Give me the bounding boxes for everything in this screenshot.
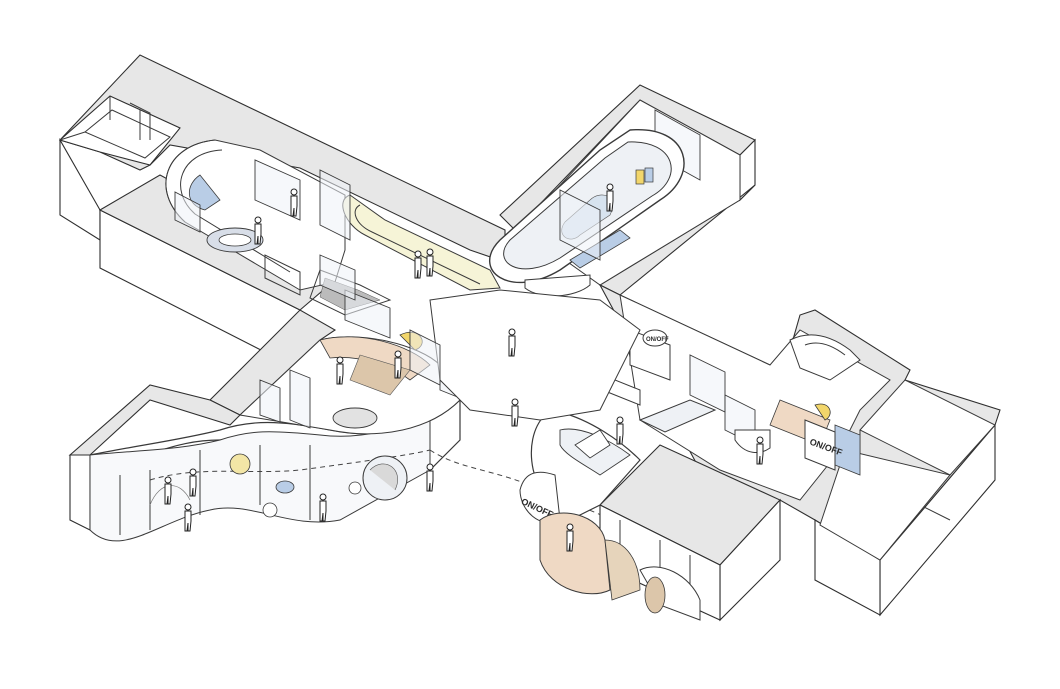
person-figure [189,468,197,497]
person-figure [184,503,192,532]
oval-seat-sw [332,407,378,429]
east-capsule-room [789,334,861,381]
person-figure [508,328,516,357]
person-figure [336,356,344,385]
people-figures [164,183,764,552]
person-figure [426,463,434,492]
person-figure [511,398,519,427]
dashed-path [149,449,431,481]
person-figure [426,248,434,277]
person-figure [606,183,614,212]
person-figure [254,216,262,245]
blue-disc [275,480,295,494]
round-sign-north [642,329,668,347]
glass-partition-nw [254,159,301,221]
person-figure [566,523,574,552]
person-figure [290,188,298,217]
central-hall-floor [429,289,641,421]
sign-north-label: ON/OFF [646,337,669,343]
nw-wing [58,54,506,371]
person-figure [394,350,402,379]
nw-wing-wall [58,54,506,263]
person-figure [756,436,764,465]
central-hall [319,254,641,421]
person-figure [414,250,422,279]
south-wing: ON/OFF [519,411,781,622]
sign-panel-east [804,419,836,471]
nw-outer-wall [59,137,101,241]
person-figure [164,476,172,505]
blue-curve-nw [188,174,221,211]
person-figure [616,416,624,445]
peach-wall-south [539,512,611,595]
person-figure [319,493,327,522]
east-wing: ON/OFF ON/OFF [589,283,1001,617]
storage-room-b [84,109,171,159]
yellow-disc [229,453,251,475]
entry-glass [409,329,441,386]
